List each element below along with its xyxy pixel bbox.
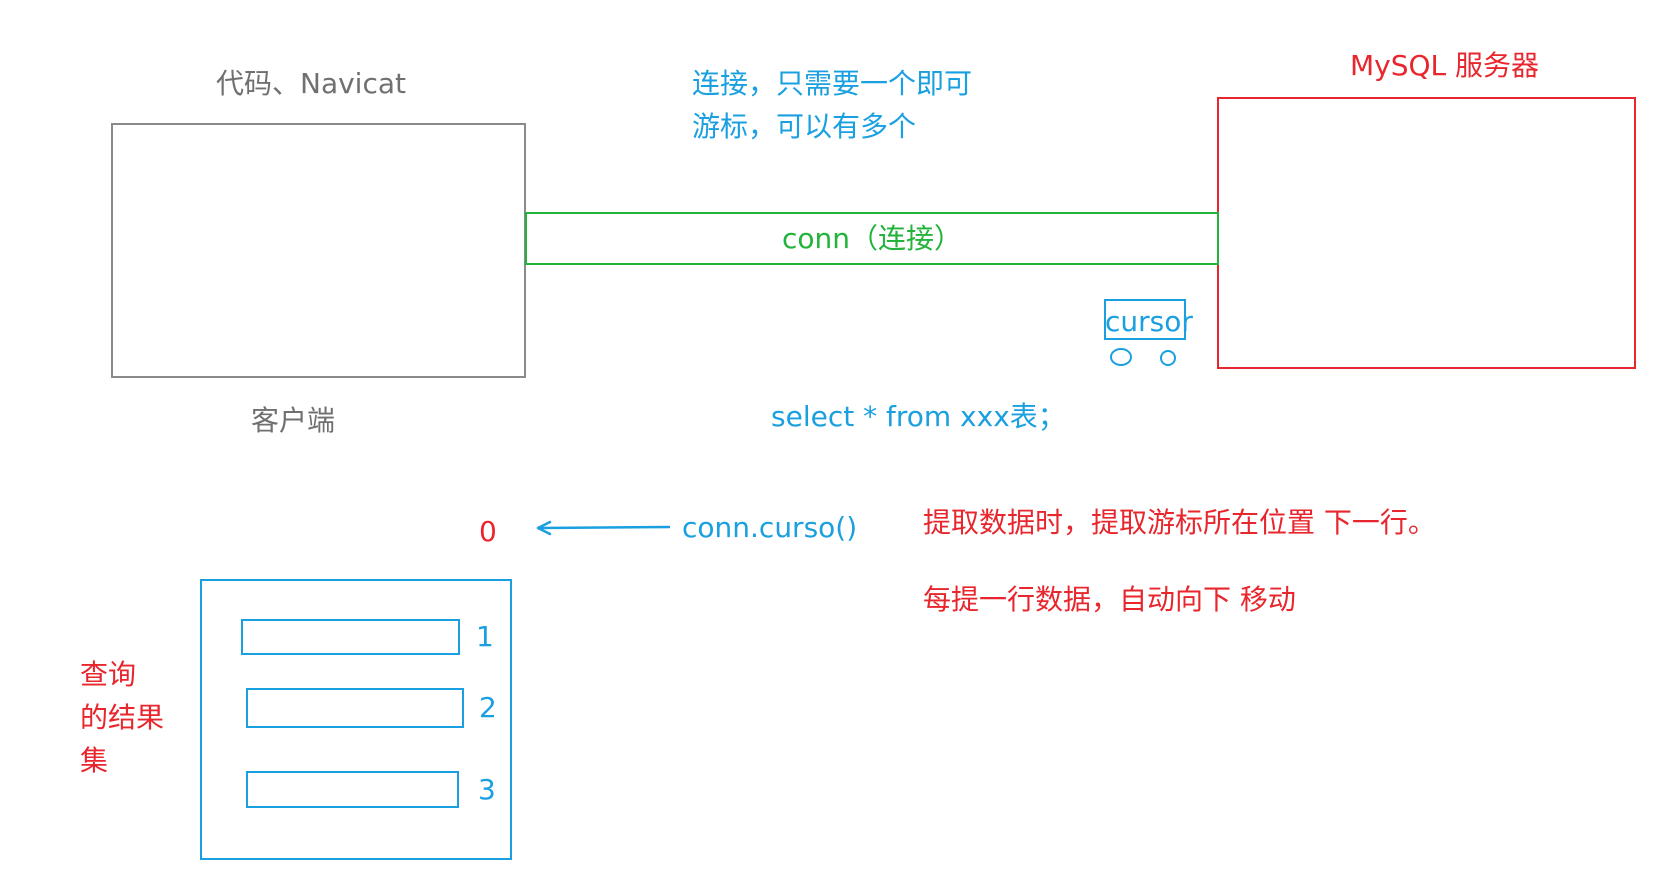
fetch-note-2: 每提一行数据，自动向下 移动	[923, 583, 1296, 616]
result-set-label-3: 集	[80, 744, 109, 777]
fetch-note-1: 提取数据时，提取游标所在位置 下一行。	[923, 506, 1436, 539]
cursor-wheel-right	[1160, 350, 1176, 366]
result-row-3	[246, 771, 459, 808]
result-row-number-1: 1	[476, 620, 494, 653]
cursor-note: 游标，可以有多个	[692, 110, 917, 143]
result-row-number-3: 3	[478, 773, 496, 806]
server-title: MySQL 服务器	[1350, 49, 1540, 82]
pointer-arrow	[536, 520, 671, 536]
client-box	[111, 123, 526, 378]
server-box	[1217, 97, 1636, 369]
result-row-2	[246, 688, 464, 728]
client-title: 代码、Navicat	[216, 67, 406, 100]
cursor-label: cursor	[1105, 305, 1193, 338]
result-set-label-1: 查询	[80, 658, 137, 691]
result-row-number-2: 2	[479, 691, 497, 724]
connection-note: 连接，只需要一个即可	[692, 67, 973, 100]
cursor-index: 0	[479, 515, 497, 548]
cursor-box	[1104, 299, 1186, 340]
result-row-1	[241, 619, 460, 655]
connection-channel	[525, 212, 1219, 265]
result-set-label-2: 的结果	[80, 701, 165, 734]
cursor-call: conn.curso()	[682, 511, 858, 544]
cursor-wheel-left	[1110, 348, 1132, 366]
client-caption: 客户端	[251, 404, 336, 437]
connection-label: conn（连接）	[782, 222, 963, 255]
result-set-box	[200, 579, 512, 860]
sql-query: select * from xxx表；	[771, 400, 1066, 433]
